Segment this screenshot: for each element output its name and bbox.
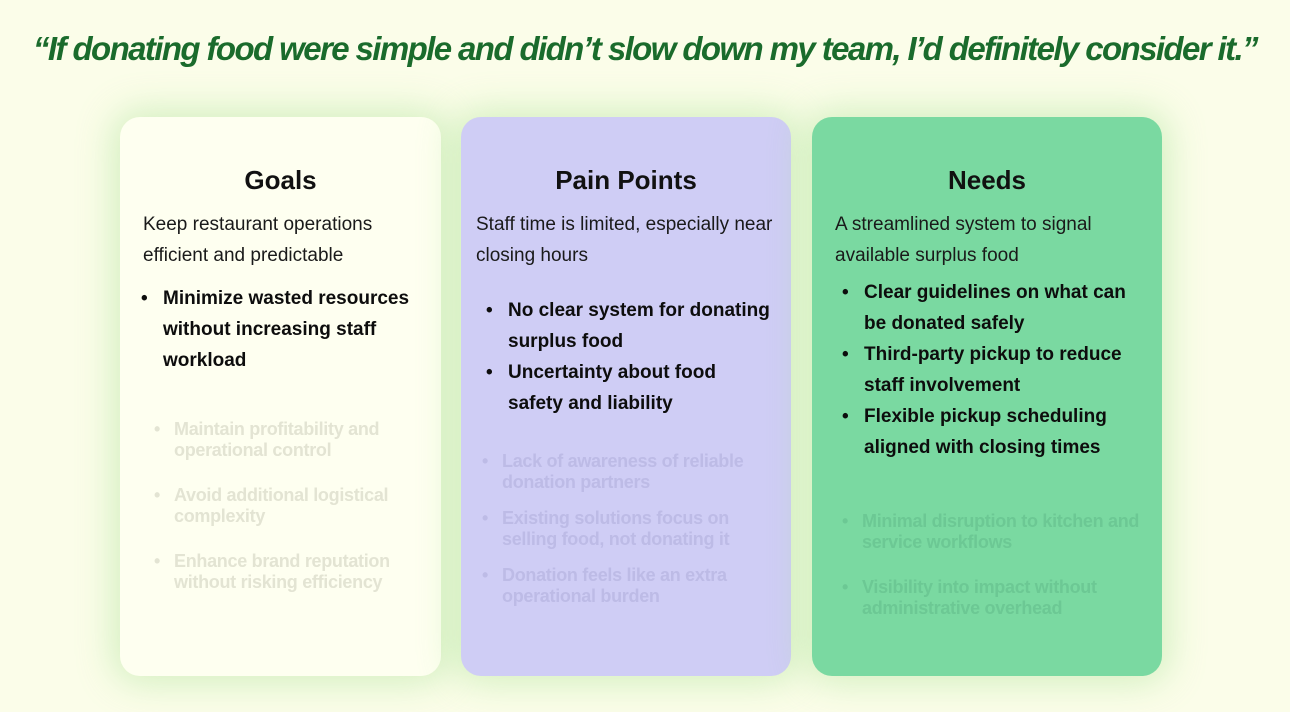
goals-secondary-list: Maintain profitability and operational c… xyxy=(154,419,394,593)
pain-points-title: Pain Points xyxy=(555,165,697,195)
pain-points-secondary-item: Lack of awareness of reliable donation p… xyxy=(482,451,782,493)
needs-card: Needs A streamlined system to signal ava… xyxy=(812,117,1162,676)
goals-secondary-item: Enhance brand reputation without risking… xyxy=(154,551,394,593)
needs-key-item: Clear guidelines on what can be donated … xyxy=(842,277,1152,339)
needs-secondary-item: Visibility into impact without administr… xyxy=(842,577,1152,619)
pain-points-key-item: Uncertainty about food safety and liabil… xyxy=(486,357,776,419)
pain-points-secondary-item: Donation feels like an extra operational… xyxy=(482,565,782,607)
goals-key-list: Minimize wasted resources without increa… xyxy=(141,283,411,376)
goals-card: Goals Keep restaurant operations efficie… xyxy=(120,117,441,676)
goals-secondary-item: Avoid additional logistical complexity xyxy=(154,485,394,527)
pain-points-key-list: No clear system for donating surplus foo… xyxy=(486,295,776,419)
persona-quote: “If donating food were simple and didn’t… xyxy=(33,30,1259,67)
pain-points-secondary-item: Existing solutions focus on selling food… xyxy=(482,508,782,550)
needs-key-item: Third-party pickup to reduce staff invol… xyxy=(842,339,1152,401)
needs-secondary-item: Minimal disruption to kitchen and servic… xyxy=(842,511,1152,553)
needs-title: Needs xyxy=(947,165,1027,195)
needs-key-list: Clear guidelines on what can be donated … xyxy=(842,277,1152,463)
pain-points-secondary-list: Lack of awareness of reliable donation p… xyxy=(482,451,782,607)
goals-title: Goals xyxy=(244,165,317,195)
needs-key-item: Flexible pickup scheduling aligned with … xyxy=(842,401,1152,463)
pain-points-card: Pain Points Staff time is limited, espec… xyxy=(461,117,791,676)
pain-points-intro: Staff time is limited, especially near c… xyxy=(476,214,773,266)
needs-secondary-list: Minimal disruption to kitchen and servic… xyxy=(842,511,1152,619)
goals-intro: Keep restaurant operations efficient and… xyxy=(143,214,373,266)
goals-key-item: Minimize wasted resources without increa… xyxy=(141,283,411,376)
goals-secondary-item: Maintain profitability and operational c… xyxy=(154,419,394,461)
pain-points-key-item: No clear system for donating surplus foo… xyxy=(486,295,776,357)
needs-intro: A streamlined system to signal available… xyxy=(835,214,1092,266)
